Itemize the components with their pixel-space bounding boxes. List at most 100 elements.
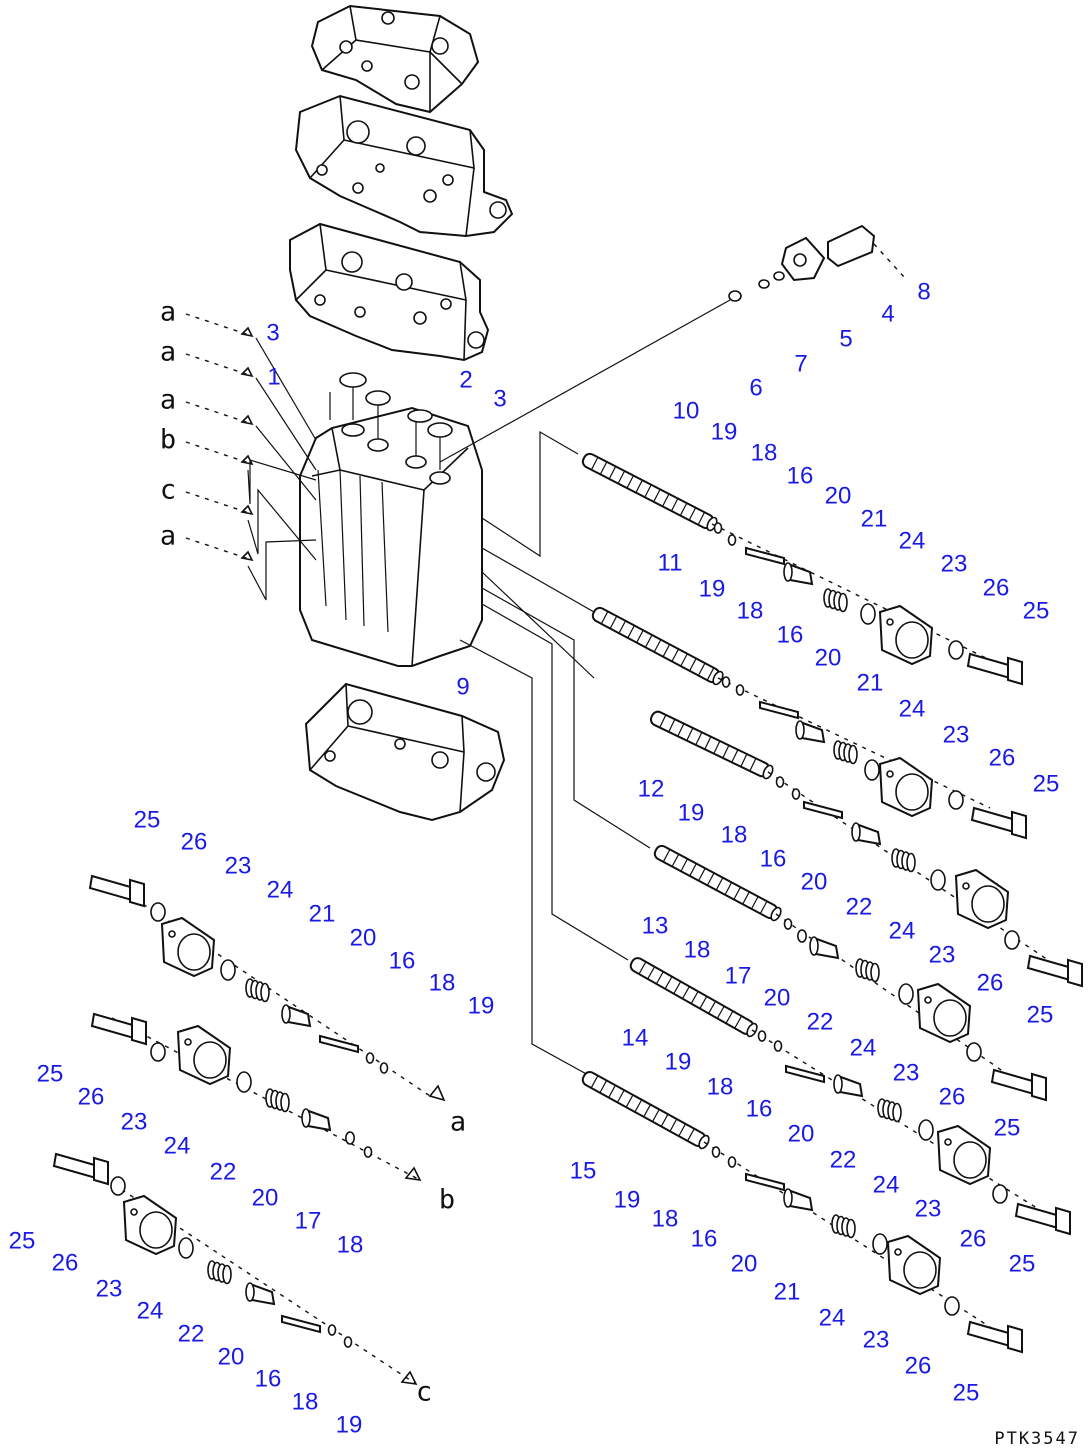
callout-25: 25 bbox=[1009, 1251, 1036, 1278]
leftC-ring-19 bbox=[343, 1336, 353, 1348]
callout-20: 20 bbox=[350, 925, 377, 952]
callout-2: 2 bbox=[459, 367, 472, 394]
callout-3: 3 bbox=[493, 386, 506, 413]
row11-ring-19 bbox=[721, 676, 731, 688]
top-seals bbox=[329, 372, 453, 485]
leftA-spring-21 bbox=[245, 978, 270, 1003]
callout-25: 25 bbox=[37, 1061, 64, 1088]
callout-8: 8 bbox=[917, 279, 930, 306]
ref-letter-left-5: a bbox=[160, 521, 176, 552]
callout-11: 11 bbox=[658, 550, 683, 577]
row12-cap-23 bbox=[954, 868, 1010, 930]
leftA-bolt-25 bbox=[88, 874, 145, 908]
callout-26: 26 bbox=[983, 575, 1010, 602]
spool-11 bbox=[591, 606, 724, 686]
row10-stopper-20 bbox=[783, 562, 814, 586]
callout-3: 3 bbox=[266, 320, 279, 347]
callout-19: 19 bbox=[614, 1187, 641, 1214]
row14-ring-19 bbox=[757, 1030, 767, 1042]
row11-oring-24 bbox=[864, 759, 880, 781]
callout-17: 17 bbox=[295, 1208, 322, 1235]
row12-ring-19 bbox=[775, 776, 785, 788]
callout-18: 18 bbox=[684, 937, 711, 964]
leftA-piston-16 bbox=[319, 1034, 359, 1054]
row12-spring-22 bbox=[891, 848, 916, 873]
row11-piston-16 bbox=[759, 700, 799, 720]
callout-25: 25 bbox=[953, 1380, 980, 1407]
row15-washer-26 bbox=[944, 1296, 960, 1316]
callout-20: 20 bbox=[731, 1251, 758, 1278]
row11-spring-21 bbox=[833, 740, 858, 765]
callout-12: 12 bbox=[638, 776, 665, 803]
callout-18: 18 bbox=[292, 1389, 319, 1416]
callout-25: 25 bbox=[1033, 771, 1060, 798]
callout-18: 18 bbox=[652, 1206, 679, 1233]
spool-end-refs: a b c bbox=[416, 1107, 466, 1408]
leftA-stopper-20 bbox=[281, 1004, 312, 1028]
leftA-washer-26 bbox=[150, 902, 166, 922]
leftB-oring-24 bbox=[236, 1071, 252, 1093]
callout-26: 26 bbox=[989, 745, 1016, 772]
callout-22: 22 bbox=[830, 1147, 857, 1174]
cover-block-bottom bbox=[304, 682, 506, 822]
leftB-cap-23 bbox=[176, 1024, 232, 1086]
callout-20: 20 bbox=[764, 985, 791, 1012]
spool-15 bbox=[581, 1071, 710, 1150]
row14-cap-23 bbox=[936, 1124, 992, 1186]
row14-spring-22 bbox=[877, 1098, 902, 1123]
callout-24: 24 bbox=[164, 1133, 191, 1160]
callout-24: 24 bbox=[819, 1305, 846, 1332]
callout-23: 23 bbox=[929, 942, 956, 969]
leftC-ring-18 bbox=[327, 1324, 337, 1336]
callout-5: 5 bbox=[839, 326, 852, 353]
callout-26: 26 bbox=[939, 1084, 966, 1111]
row14-stopper-20 bbox=[833, 1074, 864, 1098]
callout-16: 16 bbox=[746, 1096, 773, 1123]
callout-4: 4 bbox=[881, 301, 894, 328]
callout-19: 19 bbox=[665, 1049, 692, 1076]
row15-stopper-20 bbox=[783, 1188, 814, 1212]
callout-18: 18 bbox=[707, 1074, 734, 1101]
callout-20: 20 bbox=[218, 1344, 245, 1371]
callout-25: 25 bbox=[9, 1228, 36, 1255]
callout-24: 24 bbox=[899, 696, 926, 723]
leftA-ring-18 bbox=[365, 1052, 375, 1064]
row15-oring-24 bbox=[872, 1233, 888, 1255]
ref-letter-left-4: c bbox=[160, 475, 176, 506]
callout-22: 22 bbox=[178, 1321, 205, 1348]
callout-15: 15 bbox=[570, 1158, 597, 1185]
row12-oring-24 bbox=[930, 869, 946, 891]
callout-26: 26 bbox=[78, 1084, 105, 1111]
ref-letter-left-2: a bbox=[160, 385, 176, 416]
leftC-cap-23 bbox=[122, 1194, 178, 1256]
callout-19: 19 bbox=[678, 800, 705, 827]
row13-oring-24 bbox=[898, 983, 914, 1005]
drawing-code: PTK3547 bbox=[994, 1429, 1080, 1449]
callout-23: 23 bbox=[863, 1327, 890, 1354]
leftC-spring-22 bbox=[207, 1260, 232, 1285]
callout-18: 18 bbox=[751, 440, 778, 467]
callout-10: 10 bbox=[673, 398, 700, 425]
callout-20: 20 bbox=[252, 1185, 279, 1212]
row15-bolt-25 bbox=[966, 1320, 1023, 1354]
callout-18: 18 bbox=[737, 598, 764, 625]
callout-16: 16 bbox=[255, 1366, 282, 1393]
row11-ring-18 bbox=[735, 684, 745, 696]
callout-25: 25 bbox=[1023, 598, 1050, 625]
callout-16: 16 bbox=[787, 463, 814, 490]
callout-18: 18 bbox=[337, 1232, 364, 1259]
callout-6: 6 bbox=[749, 375, 762, 402]
row10-ring-18 bbox=[727, 534, 737, 546]
callout-22: 22 bbox=[210, 1159, 237, 1186]
row15-ring-18 bbox=[727, 1156, 737, 1168]
ref-letter-spool-end-c: c bbox=[416, 1377, 432, 1408]
callout-21: 21 bbox=[857, 670, 884, 697]
callout-16: 16 bbox=[760, 846, 787, 873]
callout-26: 26 bbox=[52, 1250, 79, 1277]
callout-21: 21 bbox=[309, 901, 336, 928]
callout-7: 7 bbox=[794, 351, 807, 378]
callout-20: 20 bbox=[815, 645, 842, 672]
callout-24: 24 bbox=[137, 1298, 164, 1325]
